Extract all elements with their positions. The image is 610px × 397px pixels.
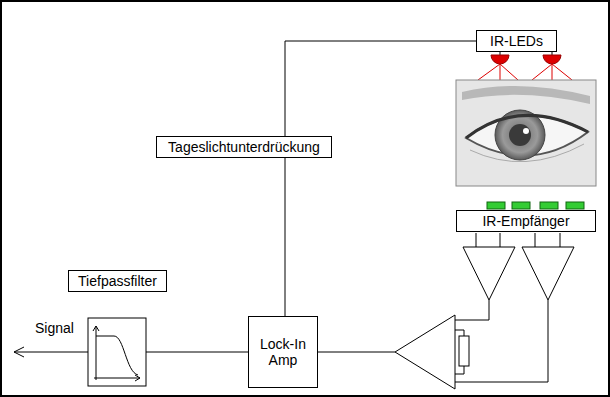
signal-name: Signal	[34, 320, 75, 336]
amplifier-symbols	[146, 233, 574, 389]
signal-label: Signal	[35, 320, 74, 336]
lowpass-symbol	[88, 318, 146, 386]
process-box: Tiefpassfilter	[68, 270, 167, 292]
eye-image	[456, 80, 596, 186]
box-label: Lock-In Amp	[249, 336, 317, 368]
led-symbols	[478, 52, 572, 80]
signal-wire	[285, 158, 286, 316]
box-label: IR-Empfänger	[482, 213, 569, 229]
process-box: IR-Empfänger	[456, 210, 596, 232]
signal-output	[14, 347, 88, 357]
box-label: Tageslichtunterdrückung	[168, 139, 320, 155]
process-box: Tageslichtunterdrückung	[156, 136, 332, 158]
process-box: IR-LEDs	[476, 30, 557, 52]
receiver-diodes	[487, 202, 584, 209]
process-box: Lock-In Amp	[248, 316, 318, 388]
box-label: IR-LEDs	[490, 33, 543, 49]
signal-wire	[285, 41, 476, 136]
box-label: Tiefpassfilter	[78, 273, 157, 289]
